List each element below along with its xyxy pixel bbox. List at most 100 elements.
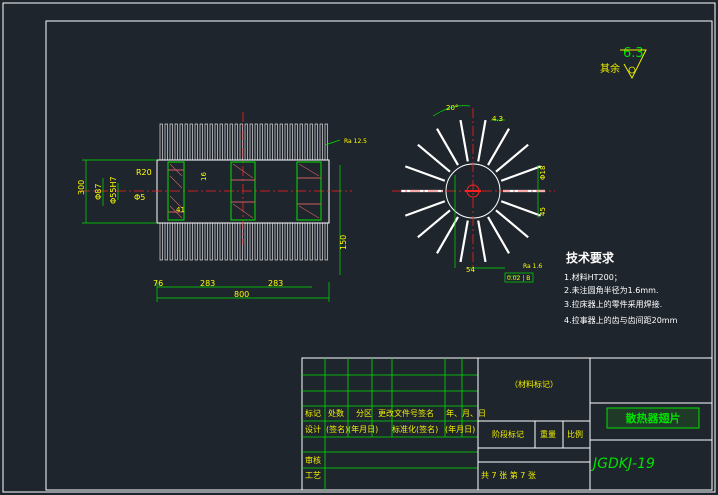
dim-phi5: Φ5 (134, 193, 145, 202)
tolerance-frame (504, 272, 534, 283)
fin-left (254, 123, 258, 161)
fin-left (309, 123, 313, 161)
tech-title: 技术要求 (566, 250, 615, 265)
roughness-circle-icon (628, 66, 636, 74)
fin-left (259, 222, 263, 261)
tb-sheets: 共 7 张 第 7 张 (481, 470, 536, 480)
fin-left (239, 123, 243, 161)
right-dimensions (432, 105, 539, 277)
fin-left (209, 123, 213, 161)
fin-radial (487, 128, 510, 166)
part-name: 散热器翅片 (626, 411, 681, 425)
fin-left (314, 222, 318, 261)
part-name-box (606, 407, 700, 429)
tb-process: 工艺 (305, 471, 321, 480)
dim-phi18: Φ18 (539, 166, 547, 180)
fin-left (324, 222, 328, 261)
fin-left (259, 123, 263, 161)
fin-left (164, 222, 168, 261)
fin-left (304, 123, 308, 161)
fin-left (189, 222, 193, 261)
roughness-right: Ra 1.6 (523, 263, 542, 270)
fin-left (159, 222, 163, 261)
fin-radial (459, 119, 469, 162)
fin-left (194, 123, 198, 161)
tb-weight: 重量 (540, 429, 556, 439)
fin-left (279, 123, 283, 161)
fin-radial (477, 119, 487, 162)
fin-left (304, 222, 308, 261)
fin-radial (417, 209, 451, 239)
fin-left (169, 123, 173, 161)
fin-left (234, 222, 238, 261)
roughness-value: 6.3 (623, 46, 644, 61)
dim-41: 41 (176, 206, 185, 214)
fin-left (179, 123, 183, 161)
tb-label-mark: 标记 (305, 408, 321, 418)
fin-left (174, 123, 178, 161)
fin-left (174, 222, 178, 261)
fin-left (324, 123, 328, 161)
tech-item-4: 4.拉事器上的齿与齿间距20mm (564, 315, 678, 325)
fin-left (229, 123, 233, 161)
tb-review: 审核 (305, 455, 321, 465)
tb-standard-date: (年月日) (445, 424, 475, 434)
dim-800: 800 (234, 290, 249, 299)
dim-phi55h7: Φ55H7 (109, 176, 118, 204)
fin-left (289, 222, 293, 261)
fin-left (244, 222, 248, 261)
tb-design-sign: (签名) (326, 424, 348, 434)
fin-left (194, 222, 198, 261)
dim-phi87: Φ87 (94, 184, 103, 200)
fin-left (214, 222, 218, 261)
fin-left (264, 123, 268, 161)
left-dimensions (82, 139, 341, 302)
fin-left (234, 123, 238, 161)
fin-left (164, 123, 168, 161)
fin-left (184, 123, 188, 161)
fin-left (219, 123, 223, 161)
fin-left (319, 123, 323, 161)
fin-left (284, 123, 288, 161)
roughness-left: Ra 12.5 (344, 138, 367, 145)
tech-item-2: 2.未注圆角半径为1.6mm. (564, 285, 658, 295)
fin-left (219, 222, 223, 261)
dim-4-3: 4.3 (492, 115, 503, 123)
fin-left (239, 222, 243, 261)
fin-left (199, 123, 203, 161)
fin-left (269, 123, 273, 161)
tb-scale: 比例 (567, 429, 583, 439)
hub-section (80, 112, 352, 245)
fin-left (299, 123, 303, 161)
tech-item-1: 1.材料HT200； (564, 272, 622, 282)
dim-45: 45 (539, 207, 547, 216)
fin-radial (487, 216, 510, 254)
roughness-other-label: 其余 (600, 62, 620, 75)
fin-left (224, 123, 228, 161)
tolerance-text: 0.02 | B (507, 275, 530, 282)
fin-left (269, 222, 273, 261)
dim-r20: R20 (136, 168, 152, 177)
fin-left (264, 222, 268, 261)
fin-left (159, 123, 163, 161)
roughness-symbol-icon (620, 49, 647, 80)
dim-150: 150 (339, 235, 348, 250)
dim-283-b: 283 (268, 279, 283, 288)
fin-left (179, 222, 183, 261)
dim-angle-20: 20° (446, 104, 458, 112)
fin-left (319, 222, 323, 261)
radial-center (392, 108, 555, 268)
fin-left (274, 222, 278, 261)
dim-76: 76 (153, 279, 163, 288)
fin-left (244, 123, 248, 161)
fin-left (299, 222, 303, 261)
tb-stage-mark: 阶段标记 (492, 429, 524, 439)
material-mark: （材料标记） (510, 379, 558, 389)
fin-radial (404, 165, 446, 182)
tb-label-zone: 分区 (356, 409, 372, 418)
fin-left (184, 222, 188, 261)
fin-left (229, 222, 233, 261)
